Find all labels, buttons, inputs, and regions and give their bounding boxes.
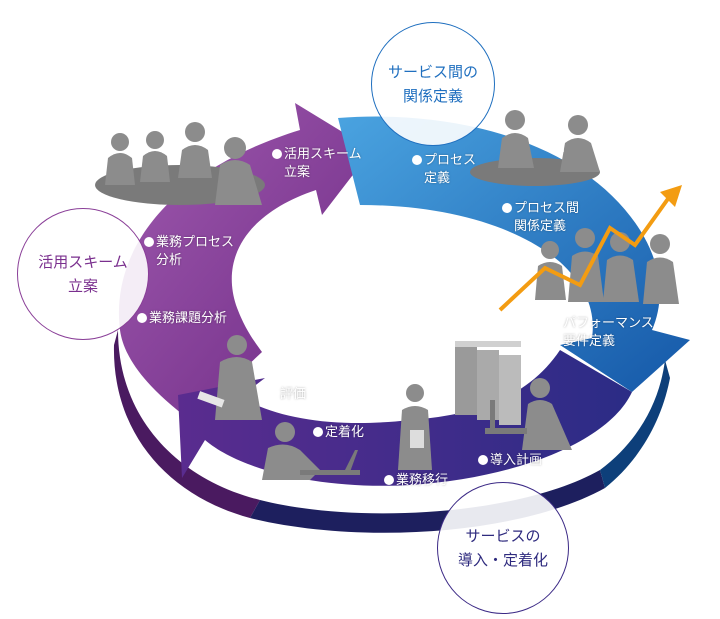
step-katsuyo-scheme: 活用スキーム 立案 [272, 146, 362, 182]
step-hyoka: 評価 [268, 386, 306, 404]
server-rack-silhouette [455, 341, 521, 425]
phase-bubble-donyu-teichaku: サービスの 導入・定着化 [437, 482, 569, 614]
step-gyomu-kadai: 業務課題分析 [137, 310, 227, 328]
bubble-line: 活用スキーム [38, 253, 128, 271]
step-label: プロセス [424, 153, 477, 168]
step-gyomu-ikou: 業務移行 [384, 472, 448, 490]
desk-worker-silhouette [262, 422, 360, 480]
presenter-silhouette [398, 384, 432, 470]
step-label: 導入計画 [490, 453, 543, 468]
reader-silhouette [197, 335, 262, 420]
team-silhouette [535, 228, 679, 304]
bubble-line: サービス間の [387, 63, 478, 81]
bubble-line: 立案 [67, 277, 98, 295]
step-label-cont: 立案 [284, 165, 311, 180]
step-label-cont: 要件定義 [563, 334, 616, 349]
ring-edge-right [600, 360, 670, 488]
bullet-dot [478, 455, 488, 465]
bullet-dot [137, 313, 147, 323]
bullet-dot [313, 427, 323, 437]
purple-arc [118, 103, 372, 420]
bullet-dot [502, 203, 512, 213]
step-label: 業務課題分析 [149, 311, 228, 326]
bubble-line: 関係定義 [402, 87, 463, 105]
step-label: 業務プロセス [156, 235, 235, 250]
step-donyu-keikaku: 導入計画 [478, 452, 542, 470]
step-label: 業務移行 [396, 473, 449, 488]
discussion-silhouette [470, 110, 600, 186]
bullet-dot [384, 475, 394, 485]
step-label: プロセス間 [514, 201, 580, 216]
step-label: パフォーマンス [563, 316, 654, 331]
meeting-group-silhouette [95, 122, 265, 205]
step-label: 評価 [280, 387, 307, 402]
bullet-dot [268, 389, 278, 399]
phase-bubble-katsuyo-scheme: 活用スキーム 立案 [17, 208, 149, 340]
bullet-dot [412, 155, 422, 165]
step-process-teigi: プロセス 定義 [412, 152, 476, 188]
step-label: 活用スキーム [284, 147, 362, 162]
step-teichakuka: 定着化 [313, 424, 364, 442]
blue-arc [338, 116, 690, 393]
bullet-dot [551, 318, 561, 328]
phase-bubble-service-relation: サービス間の 関係定義 [371, 22, 495, 146]
growth-arrow [498, 185, 682, 312]
step-label-cont: 関係定義 [514, 219, 567, 234]
bubble-line: サービスの [465, 527, 541, 545]
computer-user-silhouette [485, 378, 572, 450]
bullet-dot [144, 237, 154, 247]
step-label-cont: 分析 [156, 253, 183, 268]
step-label-cont: 定義 [424, 171, 451, 186]
ring-edge-left [113, 330, 260, 518]
step-performance: パフォーマンス 要件定義 [551, 315, 654, 351]
step-gyomu-process: 業務プロセス 分析 [144, 234, 234, 270]
bullet-dot [272, 149, 282, 159]
step-process-kan: プロセス間 関係定義 [502, 200, 579, 236]
bubble-line: 導入・定着化 [457, 551, 548, 569]
step-label: 定着化 [325, 425, 365, 440]
